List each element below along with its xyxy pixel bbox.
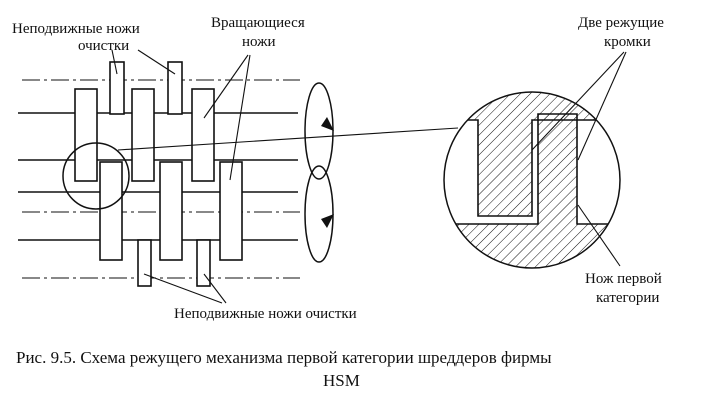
rotating-knife-upper-3 (191, 88, 215, 182)
leader-rotating-2 (229, 54, 251, 181)
rotating-knife-lower-2 (159, 161, 183, 261)
leader-fixed-top-1 (111, 49, 118, 75)
caption-line1: Рис. 9.5. Схема режущего механизма перво… (16, 348, 552, 367)
leader-first-category (577, 204, 621, 267)
upper-rotation-ellipse (304, 82, 334, 180)
detail-connector-line (117, 127, 459, 151)
label-rotating-knives-line1: Вращающиеся (211, 15, 305, 31)
fixed-knife-bottom-2 (196, 239, 211, 287)
upper-rotation-arrowhead (321, 117, 334, 131)
label-rotating-knives-line2: ножи (242, 34, 276, 50)
lower-rotation-arrowhead (321, 214, 334, 228)
leader-fixed-bottom-2 (203, 273, 227, 304)
rotating-knife-upper-2 (131, 88, 155, 182)
leader-edges-1 (531, 51, 625, 151)
label-first-category-knife-line1: Нож первой (585, 271, 662, 287)
label-first-category-knife-line2: категории (596, 290, 659, 306)
fixed-knife-top-2 (167, 61, 183, 115)
enlarged-detail (443, 91, 621, 269)
label-two-cutting-edges-line2: кромки (604, 34, 651, 50)
leader-fixed-bottom-1 (143, 273, 223, 304)
leader-rotating-1 (203, 54, 249, 119)
rotation-arrows (304, 82, 334, 263)
shaft-assembly (18, 61, 300, 287)
leader-lines (111, 49, 627, 304)
rotating-knife-upper-1 (74, 88, 98, 182)
label-fixed-knives-bottom: Неподвижные ножи очистки (174, 306, 357, 322)
detail-circle (62, 142, 130, 210)
fixed-knife-bottom-1 (137, 239, 152, 287)
fixed-knife-top-1 (109, 61, 125, 115)
label-two-cutting-edges-line1: Две режущие (578, 15, 664, 31)
label-fixed-knives-top-line1: Неподвижные ножи (12, 21, 140, 37)
rotating-knife-lower-1 (99, 161, 123, 261)
enlarged-detail-circle (443, 91, 621, 269)
rotating-knife-lower-3 (219, 161, 243, 261)
leader-edges-2 (577, 51, 627, 161)
leader-fixed-top-2 (137, 49, 176, 75)
lower-rotation-ellipse (304, 165, 334, 263)
label-fixed-knives-top-line2: очистки (78, 38, 129, 54)
caption-line2: HSM (323, 371, 360, 390)
